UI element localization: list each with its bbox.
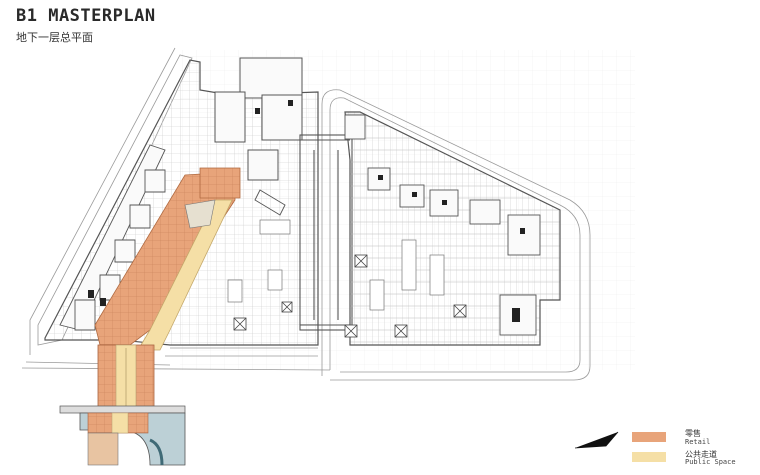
legend-label-public-space-en: Public Space — [685, 458, 736, 466]
legend-swatch-public-space — [632, 452, 666, 462]
public-space-zone — [137, 199, 233, 351]
south-connector — [97, 344, 155, 411]
north-ramp — [254, 189, 286, 216]
north-arrow-icon — [574, 431, 619, 449]
page-title: B1 MASTERPLAN — [16, 6, 156, 26]
legend-swatch-retail — [632, 432, 666, 442]
central-drive-lanes — [299, 134, 353, 331]
legend-label-public-space-cn: 公共走道 — [685, 450, 717, 459]
parking-rows — [227, 219, 445, 311]
vertical-cores — [233, 254, 467, 338]
legend-label-retail-en: Retail — [685, 438, 711, 446]
page-subtitle: 地下一层总平面 — [16, 31, 93, 44]
south-building — [59, 405, 186, 466]
legend-label-retail-cn: 零售 — [685, 429, 701, 438]
elevator-shafts — [88, 100, 525, 322]
north-building — [214, 57, 303, 181]
east-wing-outline — [344, 111, 561, 346]
east-edge-rooms — [344, 114, 541, 336]
